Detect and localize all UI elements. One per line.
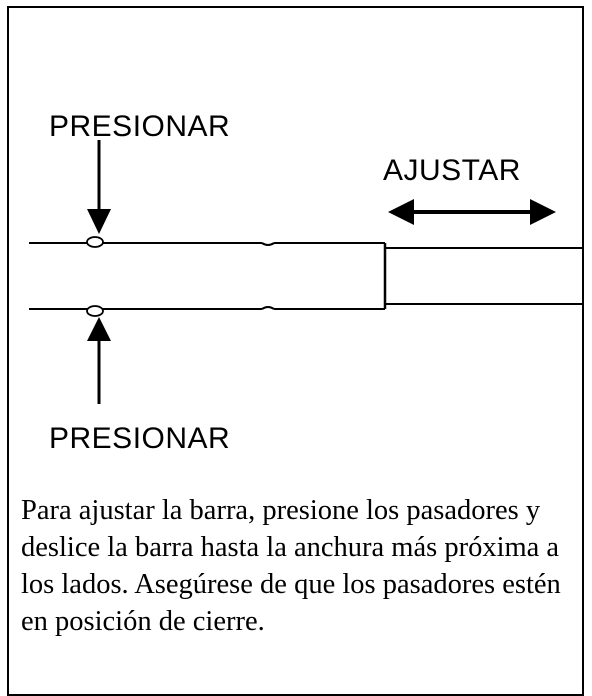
adjust-double-arrow-icon: [388, 199, 556, 225]
adjustable-bar-diagram: [29, 140, 584, 404]
bottom-pin-button: [86, 305, 104, 317]
instruction-text: Para ajustar la barra, presione los pasa…: [21, 495, 561, 637]
press-arrow-down-icon: [87, 140, 111, 234]
adjust-label: AJUSTAR: [383, 154, 521, 187]
diagram-frame: [7, 6, 584, 696]
top-pin-button: [86, 236, 104, 248]
press-label-top: PRESIONAR: [49, 110, 231, 143]
press-label-bottom: PRESIONAR: [49, 422, 231, 455]
press-arrow-up-icon: [87, 317, 111, 404]
inner-tube: [385, 247, 584, 305]
outer-tube: [29, 242, 387, 310]
